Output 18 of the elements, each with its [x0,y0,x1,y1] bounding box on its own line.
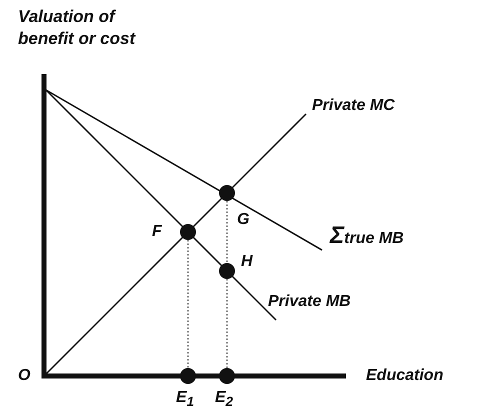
axis-title: Valuation of benefit or cost [18,6,137,50]
point-marker [219,185,235,201]
curve-label: Σtrue MB [330,228,404,250]
point-marker [180,368,196,384]
point-marker [180,224,196,240]
drop-line [226,278,228,368]
point-label: E$_{1}$ [176,388,194,410]
point-label: H [241,252,253,272]
curve-label: Private MB [268,292,351,312]
point-label: E$_{2}$ [215,388,234,410]
origin-label: O [18,366,30,386]
curve-label: Private MC [312,96,395,116]
axis-title: Education [366,366,444,386]
drop-line [226,200,228,264]
point-label: F [152,222,162,242]
point-marker [219,368,235,384]
point-marker [219,263,235,279]
point-label: G [237,210,250,230]
